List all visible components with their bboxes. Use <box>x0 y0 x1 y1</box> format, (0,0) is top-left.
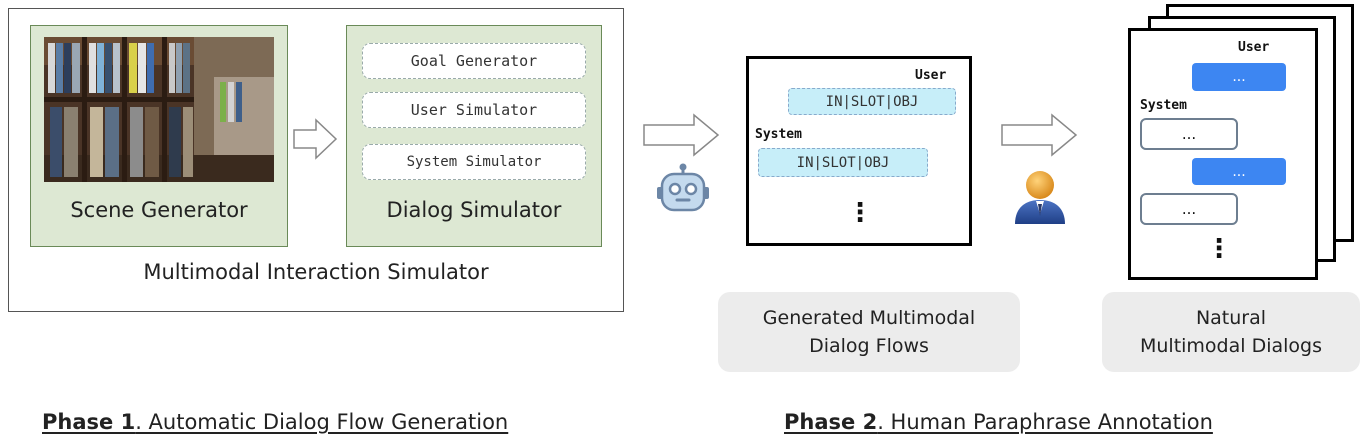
generated-flows-caption-line2: Dialog Flows <box>809 335 929 357</box>
robot-icon <box>657 163 709 212</box>
natural-dialogs-caption-line1: Natural <box>1195 307 1267 329</box>
dialog-simulator-label: Dialog Simulator <box>386 198 562 222</box>
multimodal-interaction-simulator-frame <box>8 8 624 312</box>
phase1-title-rest: . Automatic Dialog Flow Generation <box>135 410 509 434</box>
generated-flows-caption: Generated Multimodal Dialog Flows <box>718 292 1020 372</box>
arrow-right-icon <box>1001 113 1078 157</box>
person-icon <box>1015 171 1065 224</box>
phase2-title: Phase 2. Human Paraphrase Annotation <box>784 410 1213 434</box>
phase2-title-bold: Phase 2 <box>784 410 878 434</box>
dialog-system-label: System <box>1140 98 1187 113</box>
phase2-title-rest: . Human Paraphrase Annotation <box>877 410 1213 434</box>
scene-generator-label: Scene Generator <box>70 198 248 222</box>
natural-dialogs-caption-line2: Multimodal Dialogs <box>1139 335 1322 357</box>
arrow-right-icon <box>643 113 720 157</box>
user-utterance-bubble: ... <box>1192 63 1286 91</box>
system-utterance-bubble: ... <box>1140 118 1238 150</box>
system-simulator-module: System Simulator <box>362 144 586 180</box>
scene-image <box>44 37 274 182</box>
natural-dialogs-caption: Natural Multimodal Dialogs <box>1102 292 1360 372</box>
multimodal-interaction-simulator-label: Multimodal Interaction Simulator <box>143 260 489 284</box>
goal-generator-module: Goal Generator <box>362 43 586 79</box>
system-utterance-bubble: ... <box>1140 193 1238 225</box>
flow-system-label: System <box>755 127 802 142</box>
flow-ellipsis: ⋮ <box>847 198 873 228</box>
system-act-slot: IN|SLOT|OBJ <box>758 148 928 177</box>
arrow-right-icon <box>293 118 338 160</box>
phase1-title-bold: Phase 1 <box>42 410 136 434</box>
dialog-user-label: User <box>1238 40 1270 55</box>
flow-user-label: User <box>915 68 947 83</box>
user-simulator-module: User Simulator <box>362 92 586 128</box>
user-act-slot: IN|SLOT|OBJ <box>788 88 956 115</box>
generated-flows-caption-line1: Generated Multimodal <box>762 307 976 329</box>
dialog-ellipsis: ⋮ <box>1206 234 1232 264</box>
user-utterance-bubble: ... <box>1192 158 1286 185</box>
phase1-title: Phase 1. Automatic Dialog Flow Generatio… <box>42 410 508 434</box>
